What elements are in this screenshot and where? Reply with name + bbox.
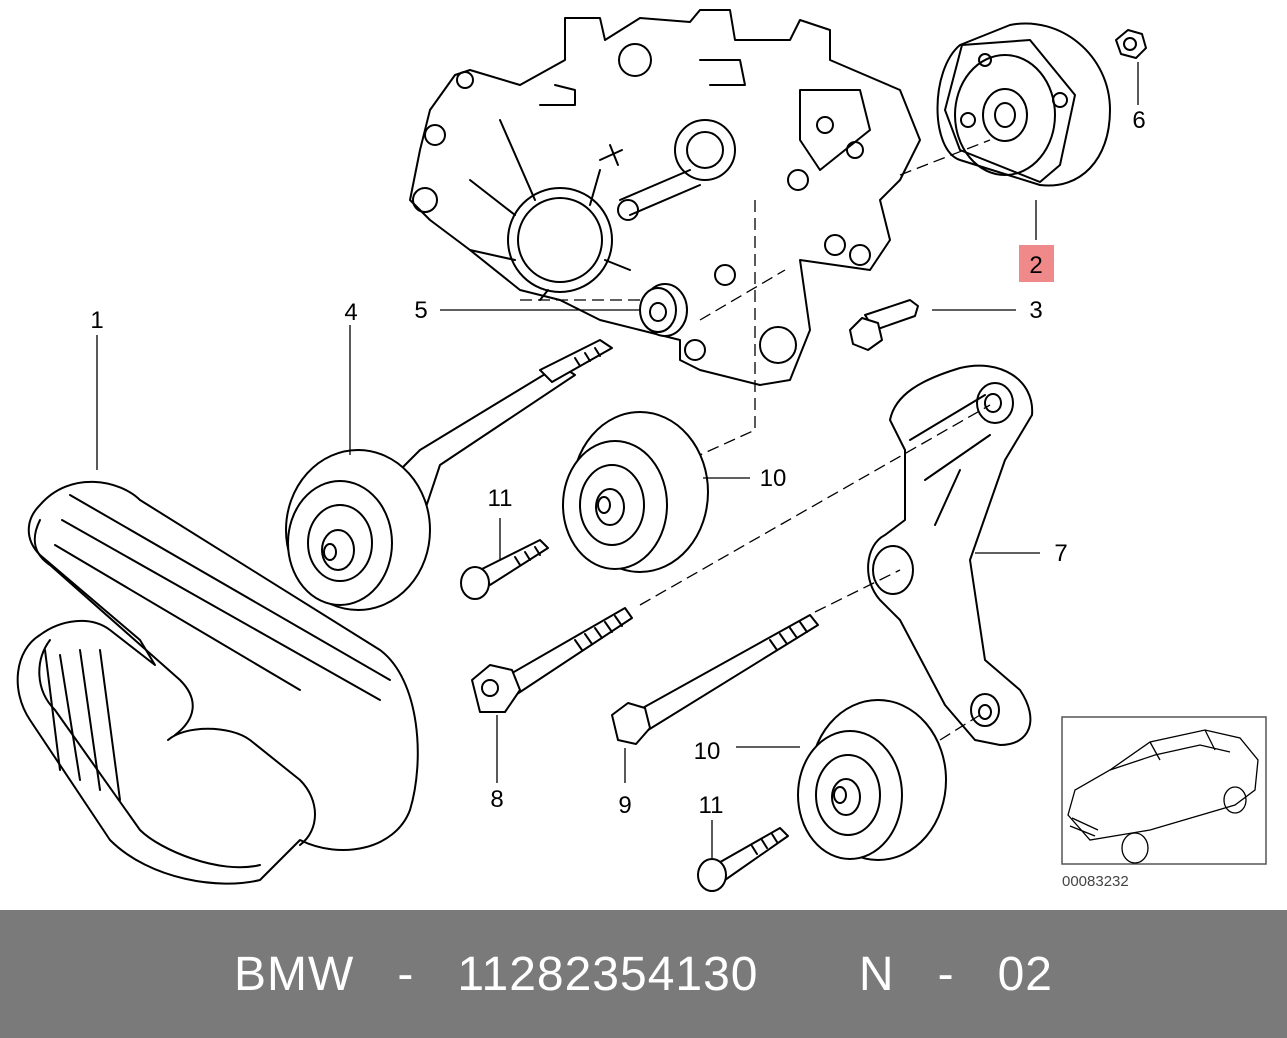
callout-9: 9 (618, 792, 631, 819)
callout-2: 2 (1029, 252, 1042, 279)
part-number: 11282354130 (457, 947, 759, 1001)
callout-11-lower: 11 (699, 792, 724, 819)
bolt-part-3 (849, 299, 919, 351)
callout-labels: 1 2 3 4 5 6 7 8 9 10 10 11 11 (90, 107, 1145, 819)
callout-7: 7 (1054, 540, 1067, 567)
callout-3: 3 (1029, 297, 1042, 324)
position-number: 02 (997, 947, 1053, 1001)
callout-5: 5 (414, 297, 427, 324)
car-icon (1067, 729, 1259, 864)
idler-pulley-part-10-lower (797, 699, 947, 861)
brand-separator: - (397, 947, 415, 1001)
bolt-part-8 (471, 607, 633, 713)
callout-10-upper: 10 (760, 465, 787, 492)
callout-4: 4 (344, 299, 357, 326)
bracket-part-7 (867, 364, 1034, 746)
drawing-code: 00083232 (1062, 873, 1129, 890)
callout-11-upper: 11 (488, 485, 513, 512)
nut-part-6 (1115, 29, 1147, 59)
idler-pulley-part-10-upper (562, 411, 709, 573)
callout-8: 8 (490, 786, 503, 813)
spacer-part-5 (639, 283, 688, 337)
tensioner-part-2 (936, 22, 1111, 187)
leader-lines (96, 62, 1139, 858)
bolt-part-9 (611, 614, 819, 745)
brand-label: BMW (234, 947, 355, 1001)
callout-6: 6 (1132, 107, 1145, 134)
position-prefix: N (858, 947, 895, 1001)
ribbed-belt-part-1 (16, 480, 419, 885)
idler-arm-part-4 (285, 339, 613, 611)
callout-1: 1 (90, 307, 103, 334)
engine-block (409, 9, 921, 386)
part-number-banner: BMW - 11282354130 N - 02 (0, 910, 1287, 1038)
position-separator: - (937, 947, 955, 1001)
part-number-text: BMW - 11282354130 N - 02 (234, 947, 1053, 1002)
cap-screw-part-11-upper (460, 539, 549, 600)
cap-screw-part-11-lower (697, 827, 789, 892)
parts-diagram: 1 2 3 4 5 6 7 8 9 10 10 11 11 00083232 (16, 9, 1267, 892)
callout-2-highlight (1019, 245, 1054, 282)
vehicle-thumbnail: 00083232 (1061, 716, 1267, 890)
callout-10-lower: 10 (694, 738, 721, 765)
